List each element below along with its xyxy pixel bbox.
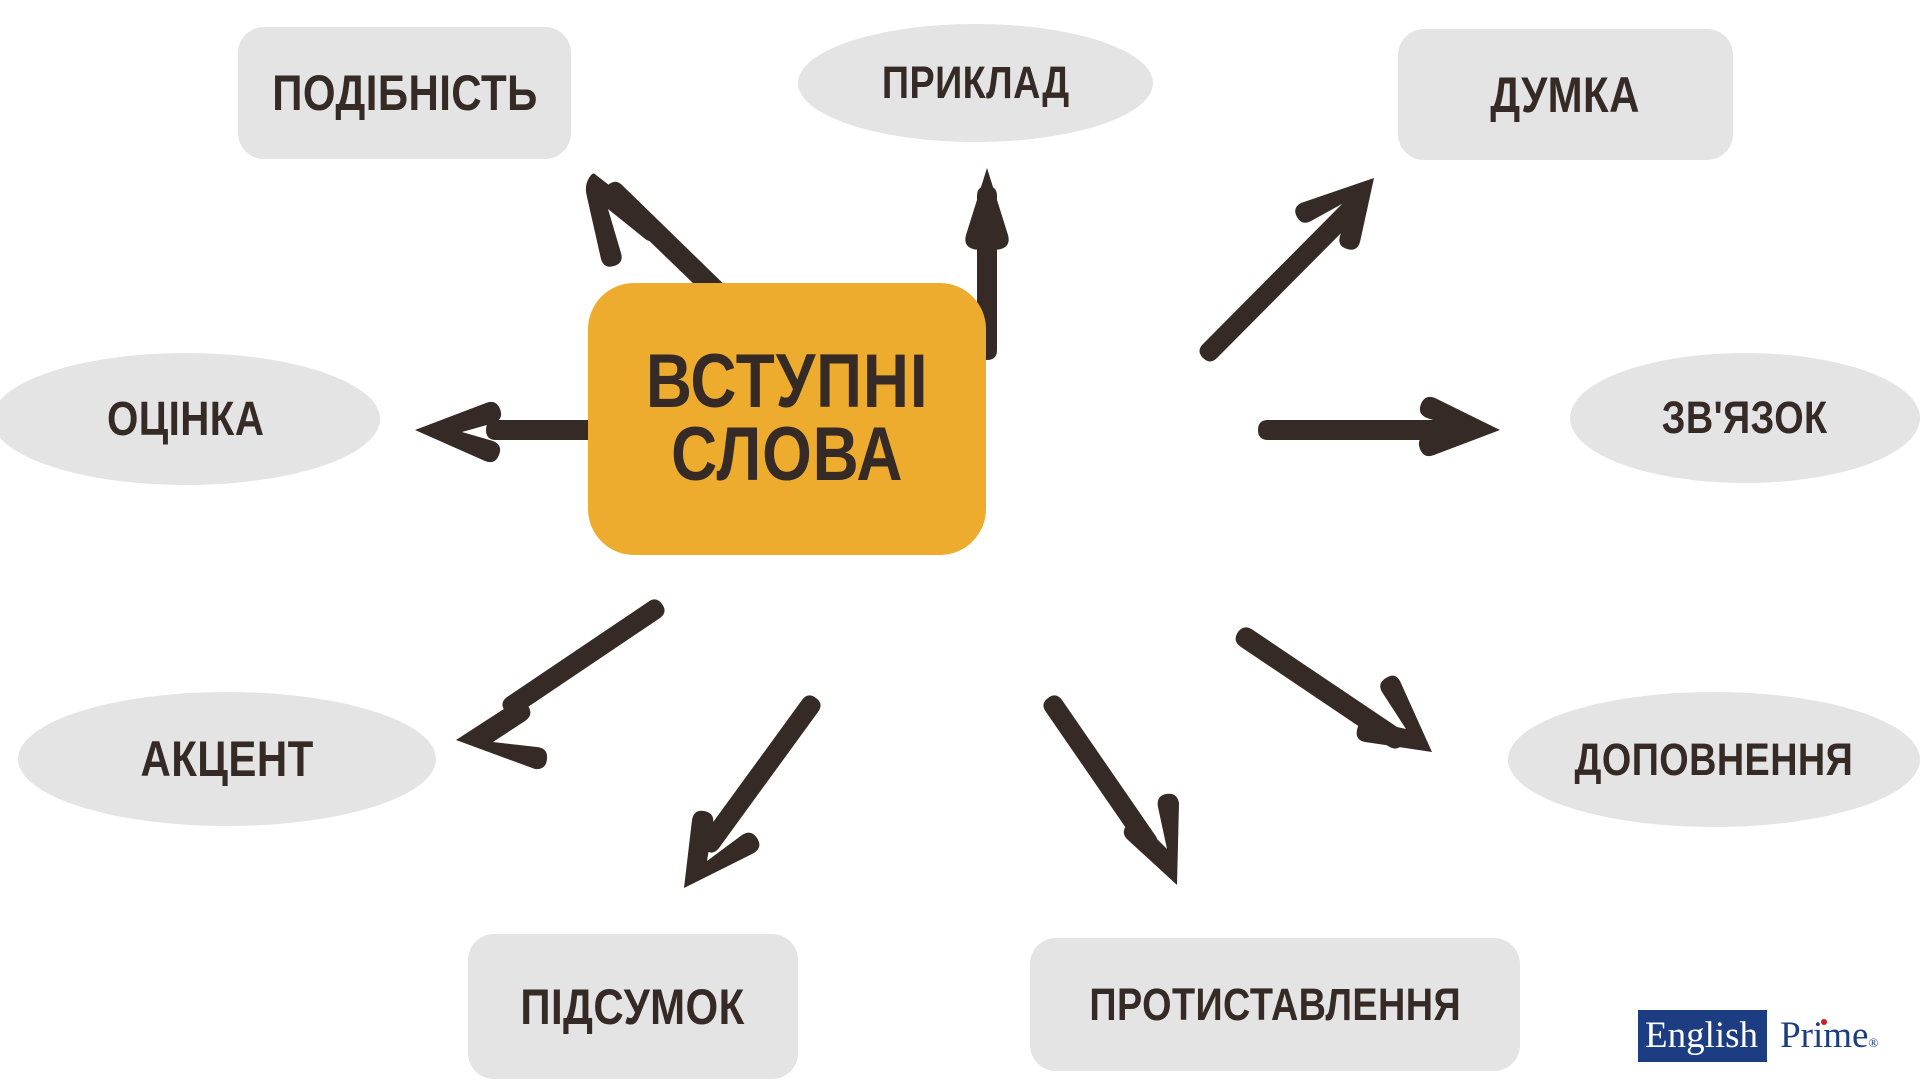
node-zviazok[interactable]: ЗВ'ЯЗОК (1570, 353, 1920, 483)
logo-accent-dot-icon (1821, 1019, 1828, 1025)
arrow-to-dumka (1199, 178, 1374, 362)
node-dopovnennia[interactable]: ДОПОВНЕННЯ (1508, 692, 1920, 827)
node-dopovnennia-label: ДОПОВНЕННЯ (1574, 733, 1854, 785)
arrow-to-protystavlennia (1043, 695, 1179, 885)
node-otsinka[interactable]: ОЦІНКА (0, 353, 380, 485)
center-node-label-line2: СЛОВА (670, 412, 904, 497)
node-dumka-label: ДУМКА (1490, 66, 1641, 123)
node-protystavlennia[interactable]: ПРОТИСТАВЛЕННЯ (1030, 938, 1520, 1071)
logo-registered-icon: ® (1868, 1035, 1879, 1050)
node-otsinka-label: ОЦІНКА (107, 392, 265, 446)
arrow-to-zviazok (1258, 396, 1500, 457)
arrow-to-pidsumok (684, 695, 821, 888)
node-aktsent[interactable]: АКЦЕНТ (18, 692, 436, 826)
arrow-to-aktsent (456, 599, 665, 770)
logo-english-word: English (1638, 1010, 1768, 1062)
logo-prime-word: Prime (1780, 1010, 1868, 1062)
node-zviazok-label: ЗВ'ЯЗОК (1662, 392, 1828, 443)
node-aktsent-label: АКЦЕНТ (140, 731, 314, 787)
node-dumka[interactable]: ДУМКА (1398, 29, 1733, 160)
node-podibnist-label: ПОДІБНІСТЬ (271, 65, 538, 121)
center-node-label-line1: ВСТУПНІ (645, 339, 929, 425)
node-pidsumok-label: ПІДСУМОК (520, 978, 746, 1035)
node-podibnist[interactable]: ПОДІБНІСТЬ (238, 27, 571, 159)
node-pryklad[interactable]: ПРИКЛАД (798, 24, 1153, 142)
center-node[interactable]: ВСТУПНІ СЛОВА (588, 283, 986, 555)
node-pryklad-label: ПРИКЛАД (881, 57, 1070, 108)
node-protystavlennia-label: ПРОТИСТАВЛЕННЯ (1089, 978, 1461, 1030)
logo-prime-wrap: Prime ® (1767, 1010, 1878, 1062)
brand-logo: English Prime ® (1638, 1010, 1878, 1062)
node-pidsumok[interactable]: ПІДСУМОК (468, 934, 798, 1079)
arrow-to-dopovnennia (1235, 627, 1432, 752)
